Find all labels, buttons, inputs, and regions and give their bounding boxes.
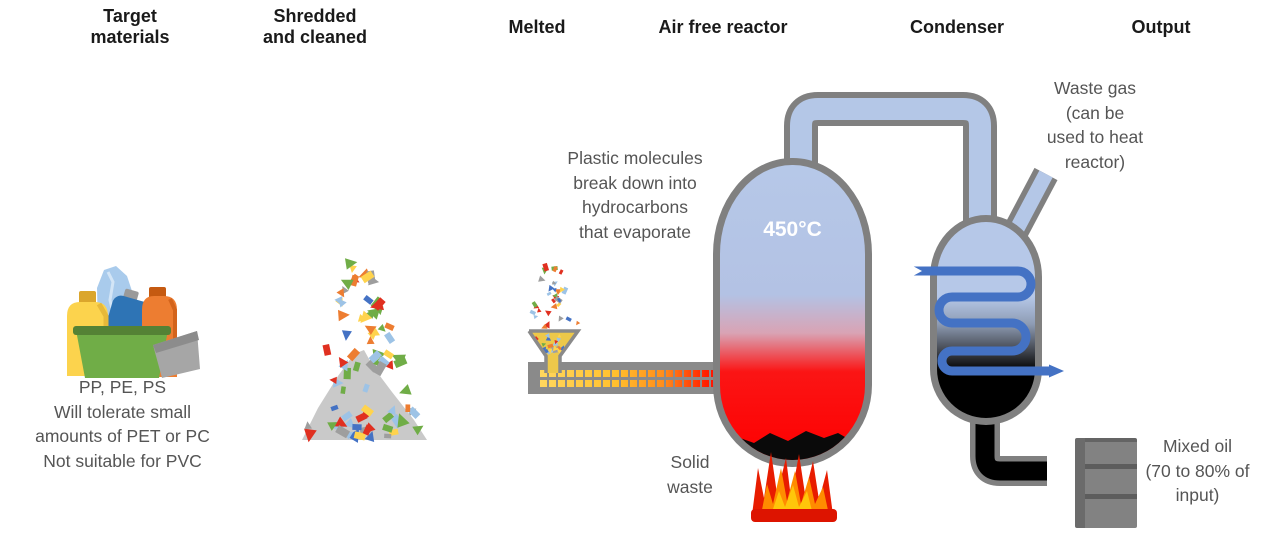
reactor-vessel <box>713 158 872 467</box>
stage-label-air-free-reactor: Air free reactor <box>658 17 788 37</box>
stage-label-condenser: Condenser <box>909 17 1005 37</box>
note-mixed-oil: Mixed oil (70 to 80% of input) <box>1145 436 1250 505</box>
fire-icon <box>751 452 837 522</box>
stage-label-target-materials: Target materials <box>90 6 170 47</box>
melt-screw-material <box>540 370 728 387</box>
vapor-pipe <box>784 92 997 240</box>
stage-label-melted: Melted <box>508 17 566 37</box>
note-target-materials: PP, PE, PS Will tolerate small amounts o… <box>35 377 210 471</box>
oil-drum-icon <box>1075 438 1137 528</box>
funnel-icon <box>527 329 582 373</box>
note-reactor-chemistry: Plastic molecules break down into hydroc… <box>567 148 703 242</box>
solid-waste-pile-icon <box>724 431 861 460</box>
plastic-waste-icon <box>67 266 200 378</box>
cooling-coil-icon <box>911 265 1064 378</box>
stage-label-shredded: Shredded and cleaned <box>262 6 368 47</box>
oil-outlet-pipe <box>970 398 1047 486</box>
note-waste-gas: Waste gas (can be used to heat reactor) <box>1046 78 1144 172</box>
falling-shreds-icon <box>529 262 581 329</box>
note-solid-waste: Solid waste <box>667 452 713 497</box>
temperature-label: 450°C <box>763 218 822 241</box>
stage-label-output: Output <box>1131 17 1191 37</box>
shredded-plastic-icon <box>302 258 427 443</box>
